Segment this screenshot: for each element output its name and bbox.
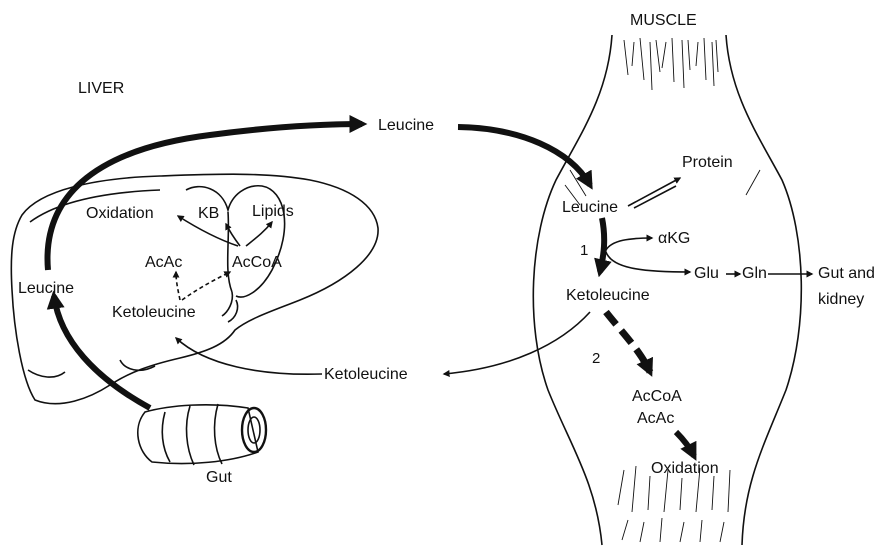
- acac-to-oxidation-arrow: [676, 432, 694, 456]
- transamination-arrow: [600, 218, 604, 272]
- gut-label: Gut: [206, 469, 232, 487]
- liver-oxidation-label: Oxidation: [86, 205, 154, 223]
- muscle-acac-label: AcAc: [637, 410, 674, 428]
- gut-illustration: [138, 404, 266, 465]
- liver-lipids-label: Lipids: [252, 203, 294, 221]
- glu-branch-arrow: [606, 252, 690, 272]
- muscle-ketoleucine-label: Ketoleucine: [566, 287, 650, 305]
- ketoleucine-uptake-arrow: [176, 338, 322, 374]
- liver-kb-label: KB: [198, 205, 219, 223]
- liver-title: LIVER: [78, 80, 124, 98]
- muscle-oxidation-label: Oxidation: [651, 460, 719, 478]
- oxidation-pathway-arrow: [606, 312, 650, 372]
- liver-leucine-label: Leucine: [18, 280, 74, 298]
- muscle-title: MUSCLE: [630, 12, 697, 30]
- muscle-leucine-label: Leucine: [562, 199, 618, 217]
- muscle-accoa-label: AcCoA: [632, 388, 682, 406]
- protein-exchange-arrow-b: [634, 186, 676, 208]
- ketoleucine-to-accoa-arrow: [182, 272, 230, 300]
- gln-label: Gln: [742, 265, 767, 283]
- ketoleucine-to-acac-arrow: [176, 272, 180, 300]
- akg-label: αKG: [658, 230, 690, 248]
- protein-label: Protein: [682, 154, 733, 172]
- glu-label: Glu: [694, 265, 719, 283]
- circulating-leucine-label: Leucine: [378, 117, 434, 135]
- accoa-to-lipids-arrow: [246, 222, 272, 246]
- step-2-label: 2: [592, 350, 600, 368]
- akg-branch-arrow: [606, 238, 652, 250]
- liver-acac-label: AcAc: [145, 254, 182, 272]
- liver-ketoleucine-label: Ketoleucine: [112, 304, 196, 322]
- step-1-label: 1: [580, 242, 588, 260]
- liver-accoa-label: AcCoA: [232, 254, 282, 272]
- protein-exchange-arrow-a: [628, 178, 680, 206]
- circulation-to-muscle-arrow: [458, 127, 590, 185]
- circulating-ketoleucine-label: Ketoleucine: [324, 366, 408, 384]
- gut-kidney-label-line2: kidney: [818, 291, 864, 309]
- ketoleucine-release-arrow: [444, 312, 590, 374]
- gut-kidney-label-line1: Gut and: [818, 265, 875, 283]
